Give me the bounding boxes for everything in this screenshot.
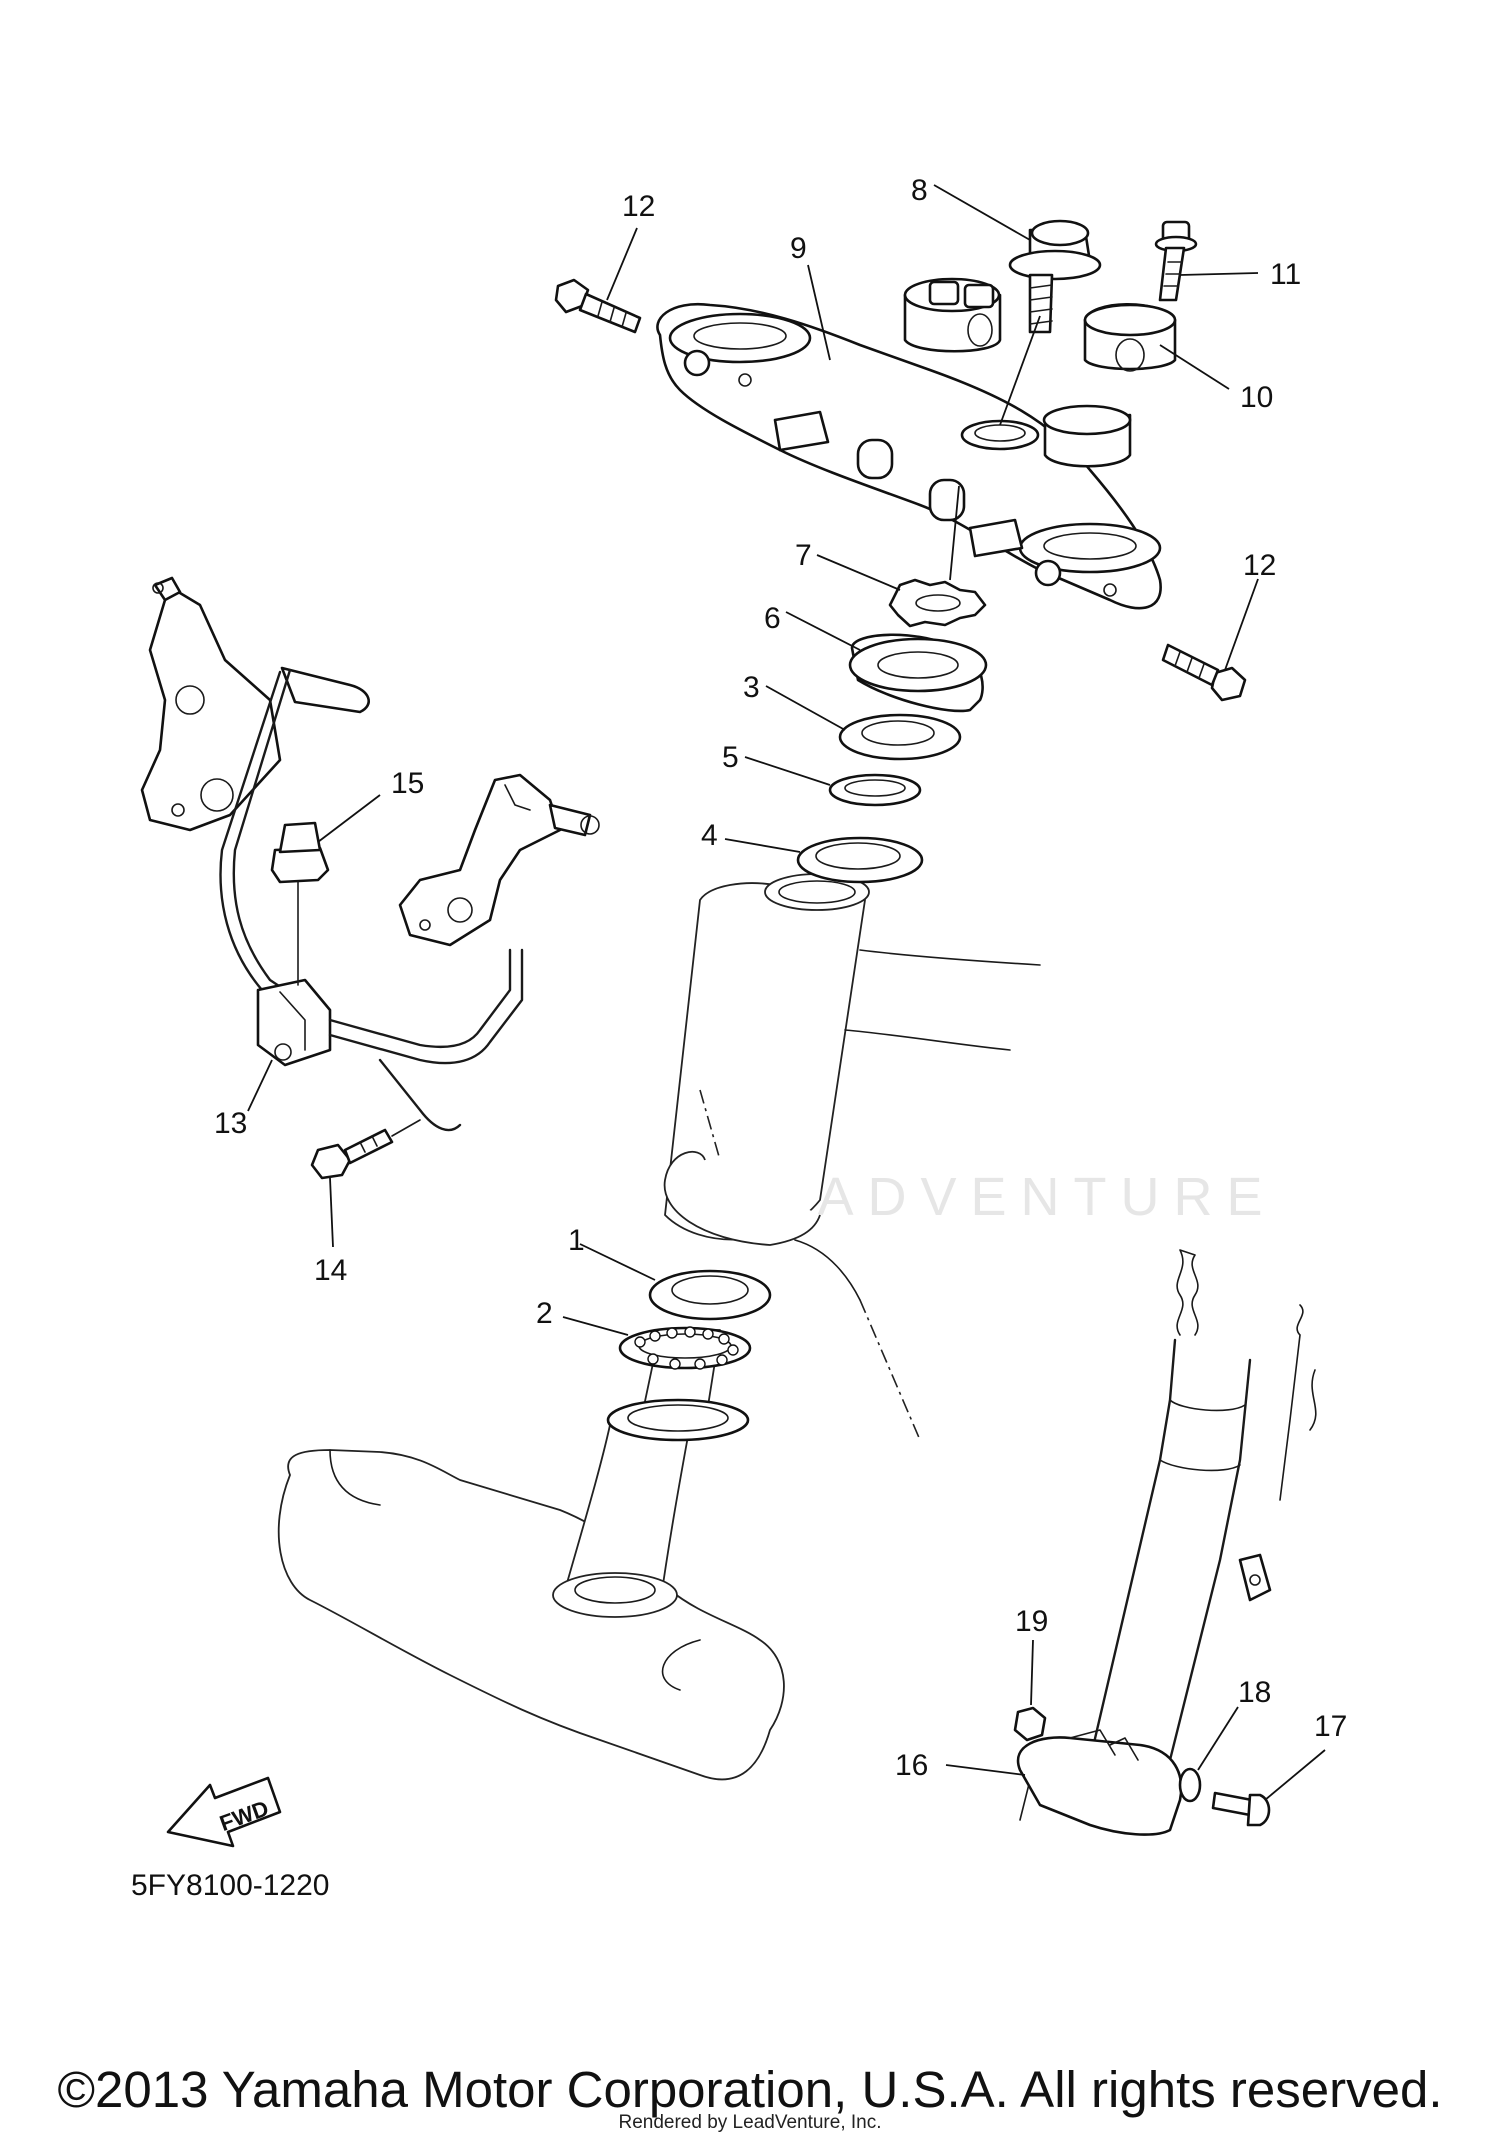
- part-6-ring-nut: [848, 633, 988, 713]
- part-3-washer: [838, 713, 962, 761]
- part-12-bolt-lower: [1161, 643, 1247, 702]
- label-part-9: 9: [790, 232, 807, 265]
- part-15-grommet: [270, 821, 330, 986]
- label-part-1: 1: [568, 1224, 585, 1257]
- drawing-code: 5FY8100-1220: [131, 1869, 330, 1902]
- rendered-by-notice: Rendered by LeadVenture, Inc.: [618, 2112, 882, 2133]
- part-9-upper-bracket: [656, 277, 1162, 610]
- lower-race-unlabeled: [606, 1398, 750, 1442]
- label-part-11: 11: [1270, 258, 1301, 291]
- label-part-8: 8: [911, 174, 928, 207]
- frame-head-pipe: [663, 873, 1041, 1441]
- front-fork-ghost: [1019, 1249, 1317, 1821]
- label-part-2: 2: [536, 1297, 553, 1330]
- part-14-bolt: [310, 1119, 421, 1180]
- label-part-13: 13: [214, 1107, 247, 1140]
- part-1-seal: [648, 1269, 772, 1321]
- part-11-bolt: [1154, 220, 1198, 302]
- part-4-race: [796, 836, 924, 884]
- lower-bracket-ghost: [277, 1449, 785, 1781]
- label-part-10: 10: [1240, 381, 1273, 414]
- label-part-16: 16: [895, 1749, 928, 1782]
- part-19-nut: [1013, 1706, 1047, 1742]
- label-part-17: 17: [1314, 1710, 1347, 1743]
- part-2-bearing: [618, 1326, 752, 1370]
- part-18-washer: [1178, 1767, 1202, 1803]
- part-5-bearing: [828, 773, 922, 807]
- part-labels: 1 2 3 4 5 6 7 8 9 10 11 12 12 13 14 15 1…: [131, 174, 1347, 1902]
- part-10-handlebar-holder: [1083, 303, 1177, 372]
- label-part-15: 15: [391, 767, 424, 800]
- label-part-7: 7: [795, 539, 812, 572]
- label-part-12-lower: 12: [1243, 549, 1276, 582]
- label-part-6: 6: [764, 602, 781, 635]
- part-17-bolt: [1211, 1791, 1271, 1827]
- label-part-19: 19: [1015, 1605, 1048, 1638]
- leader-lines: [247, 184, 1326, 1801]
- part-13-meter-bracket: [140, 576, 600, 1132]
- part-7-lock-washer: [888, 578, 987, 628]
- part-8-stem-bolt: [1008, 219, 1102, 334]
- part-16-guide: [1016, 1729, 1183, 1836]
- fwd-arrow: FWD: [166, 1776, 282, 1848]
- part-12-bolt-upper: [554, 278, 642, 334]
- copyright-notice: ©2013 Yamaha Motor Corporation, U.S.A. A…: [57, 2061, 1443, 2118]
- label-part-3: 3: [743, 671, 760, 704]
- label-part-14: 14: [314, 1254, 347, 1287]
- label-part-18: 18: [1238, 1676, 1271, 1709]
- steering-stem: [552, 1329, 721, 1618]
- label-part-12-upper: 12: [622, 190, 655, 223]
- label-part-5: 5: [722, 741, 739, 774]
- label-part-4: 4: [701, 819, 718, 852]
